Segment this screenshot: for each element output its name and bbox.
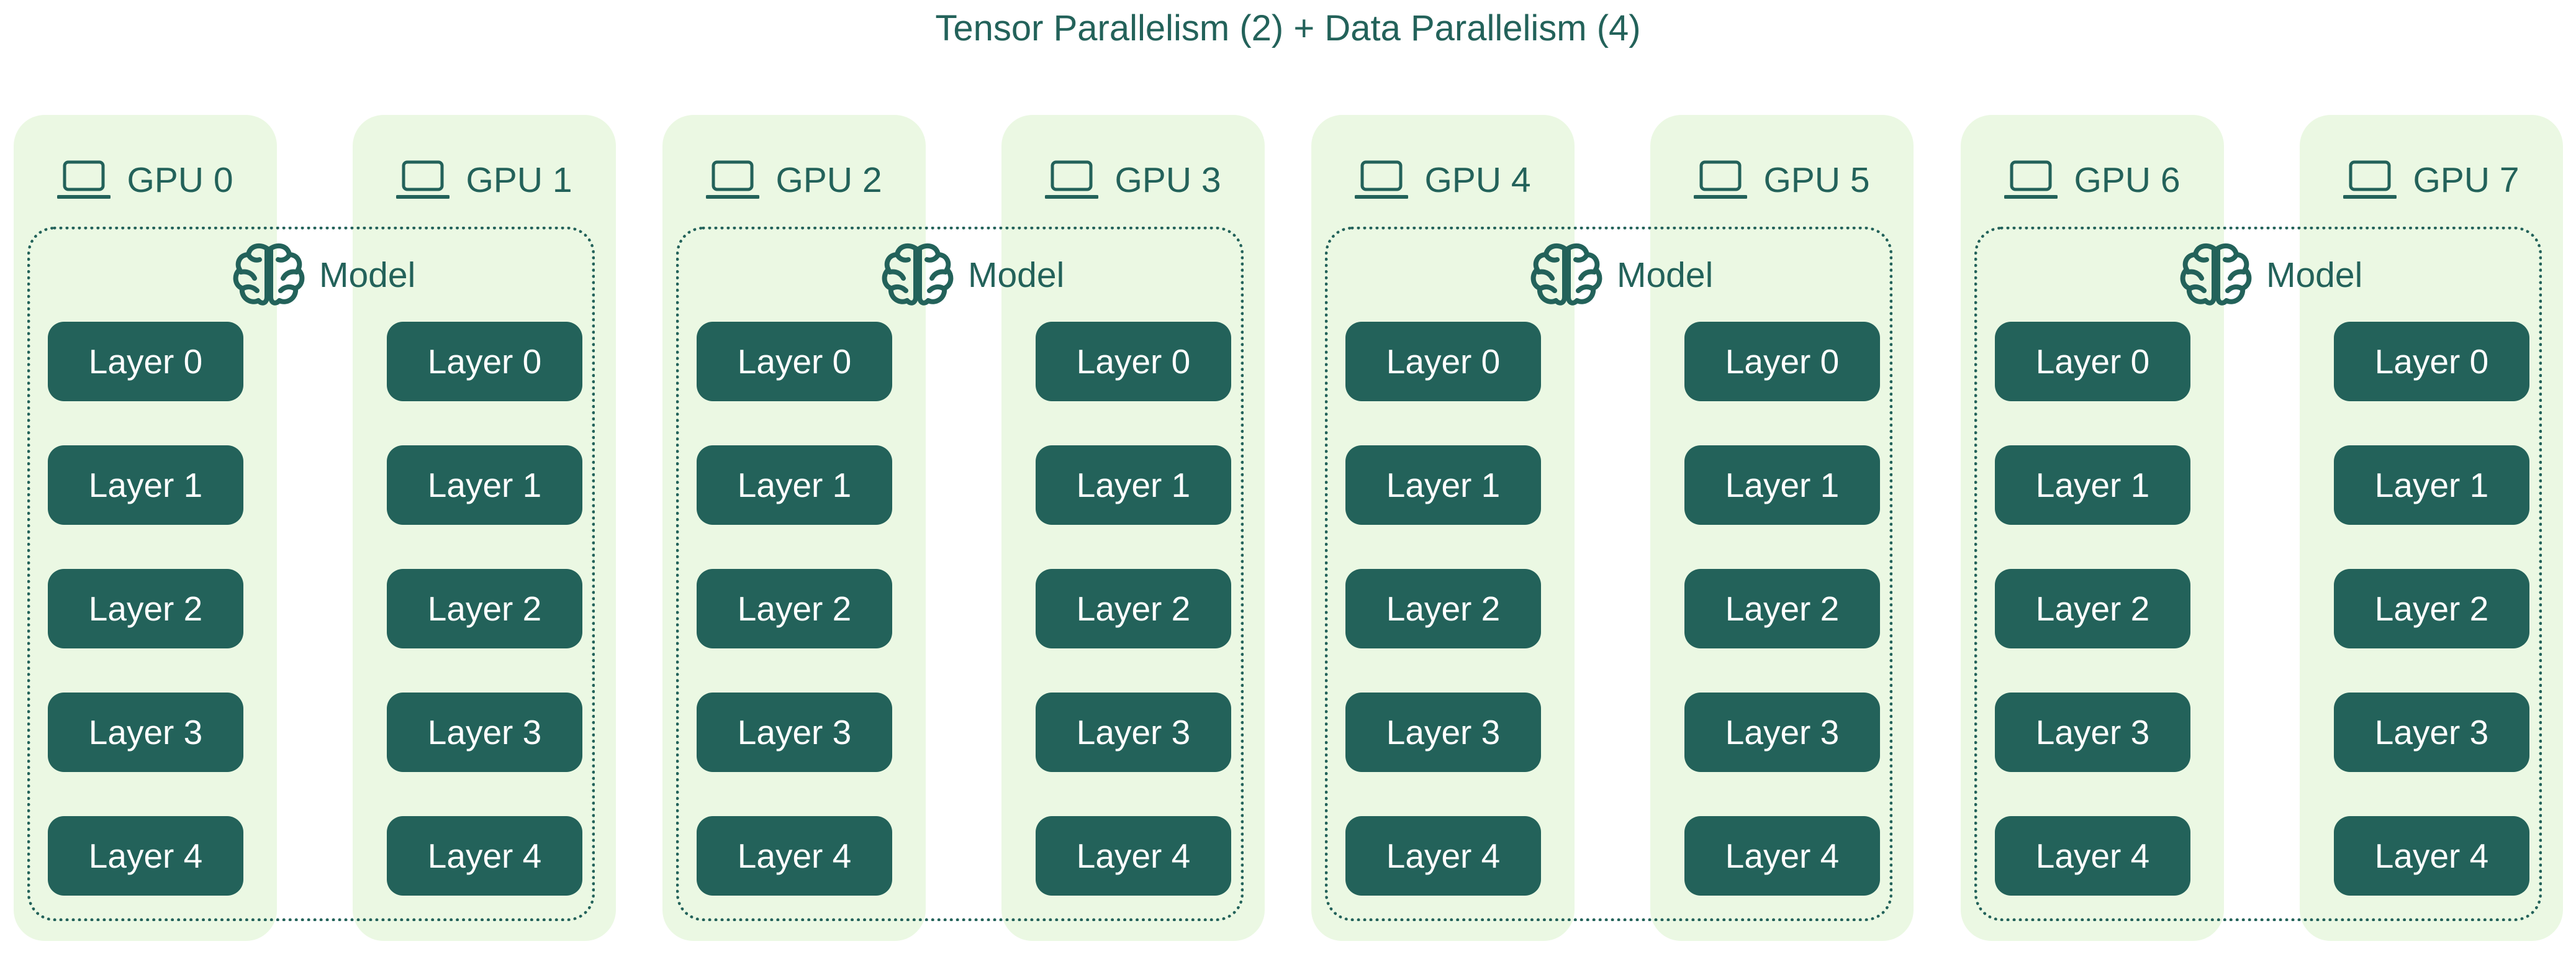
layer-block: Layer 0 — [1684, 322, 1880, 401]
model-group-box — [1974, 227, 2542, 921]
gpu-column-4 — [1311, 115, 1575, 941]
model-group-box — [27, 227, 595, 921]
layer-block: Layer 1 — [48, 445, 243, 525]
gpu-label: GPU 1 — [466, 160, 572, 200]
laptop-icon — [56, 158, 112, 202]
gpu-header: GPU 3 — [1001, 149, 1265, 211]
layer-block: Layer 3 — [2334, 693, 2529, 772]
layer-block: Layer 4 — [48, 816, 243, 896]
gpu-header: GPU 0 — [14, 149, 277, 211]
layer-block: Layer 4 — [1345, 816, 1541, 896]
layer-block: Layer 4 — [1995, 816, 2190, 896]
layer-block: Layer 0 — [1036, 322, 1231, 401]
brain-icon — [2179, 241, 2253, 309]
layer-block: Layer 0 — [1995, 322, 2190, 401]
layer-block: Layer 0 — [697, 322, 892, 401]
model-label: Model — [968, 255, 1065, 295]
layer-block: Layer 2 — [1345, 569, 1541, 648]
layer-block: Layer 2 — [48, 569, 243, 648]
laptop-icon — [2004, 158, 2059, 202]
layer-block: Layer 3 — [697, 693, 892, 772]
gpu-column-6 — [1961, 115, 2224, 941]
layer-block: Layer 1 — [1345, 445, 1541, 525]
model-header: Model — [881, 239, 1191, 311]
brain-icon — [1530, 241, 1603, 309]
gpu-header: GPU 1 — [353, 149, 616, 211]
layer-block: Layer 2 — [387, 569, 582, 648]
gpu-header: GPU 5 — [1650, 149, 1914, 211]
laptop-icon — [1044, 158, 1100, 202]
model-header: Model — [1530, 239, 1840, 311]
layer-block: Layer 4 — [2334, 816, 2529, 896]
model-group-box — [1325, 227, 1892, 921]
laptop-icon — [705, 158, 761, 202]
layer-block: Layer 1 — [1684, 445, 1880, 525]
model-label: Model — [319, 255, 416, 295]
layer-block: Layer 4 — [387, 816, 582, 896]
gpu-label: GPU 3 — [1114, 160, 1221, 200]
gpu-label: GPU 6 — [2074, 160, 2181, 200]
layer-block: Layer 0 — [2334, 322, 2529, 401]
gpu-label: GPU 2 — [775, 160, 882, 200]
layer-block: Layer 3 — [1345, 693, 1541, 772]
model-group-box — [676, 227, 1244, 921]
layer-block: Layer 2 — [2334, 569, 2529, 648]
brain-icon — [881, 241, 954, 309]
layer-block: Layer 2 — [1036, 569, 1231, 648]
layer-block: Layer 1 — [387, 445, 582, 525]
gpu-label: GPU 0 — [127, 160, 233, 200]
layer-block: Layer 4 — [1036, 816, 1231, 896]
layer-block: Layer 3 — [387, 693, 582, 772]
gpu-header: GPU 7 — [2300, 149, 2563, 211]
layer-block: Layer 3 — [1036, 693, 1231, 772]
brain-icon — [232, 241, 305, 309]
layer-block: Layer 3 — [1995, 693, 2190, 772]
diagram-title: Tensor Parallelism (2) + Data Parallelis… — [935, 8, 1641, 48]
laptop-icon — [1354, 158, 1409, 202]
laptop-icon — [2343, 158, 2398, 202]
model-label: Model — [2266, 255, 2363, 295]
gpu-label: GPU 5 — [1763, 160, 1870, 200]
laptop-icon — [395, 158, 451, 202]
layer-block: Layer 1 — [2334, 445, 2529, 525]
layer-block: Layer 4 — [697, 816, 892, 896]
layer-block: Layer 3 — [1684, 693, 1880, 772]
model-header: Model — [2179, 239, 2490, 311]
gpu-column-2 — [662, 115, 926, 941]
layer-block: Layer 3 — [48, 693, 243, 772]
layer-block: Layer 2 — [1684, 569, 1880, 648]
gpu-header: GPU 6 — [1961, 149, 2224, 211]
laptop-icon — [1693, 158, 1748, 202]
layer-block: Layer 2 — [697, 569, 892, 648]
gpu-header: GPU 2 — [662, 149, 926, 211]
layer-block: Layer 0 — [387, 322, 582, 401]
gpu-header: GPU 4 — [1311, 149, 1575, 211]
layer-block: Layer 2 — [1995, 569, 2190, 648]
gpu-label: GPU 7 — [2413, 160, 2520, 200]
gpu-label: GPU 4 — [1424, 160, 1531, 200]
layer-block: Layer 1 — [1995, 445, 2190, 525]
layer-block: Layer 1 — [697, 445, 892, 525]
layer-block: Layer 4 — [1684, 816, 1880, 896]
model-label: Model — [1617, 255, 1714, 295]
model-header: Model — [232, 239, 543, 311]
layer-block: Layer 1 — [1036, 445, 1231, 525]
gpu-column-0 — [14, 115, 277, 941]
layer-block: Layer 0 — [1345, 322, 1541, 401]
layer-block: Layer 0 — [48, 322, 243, 401]
